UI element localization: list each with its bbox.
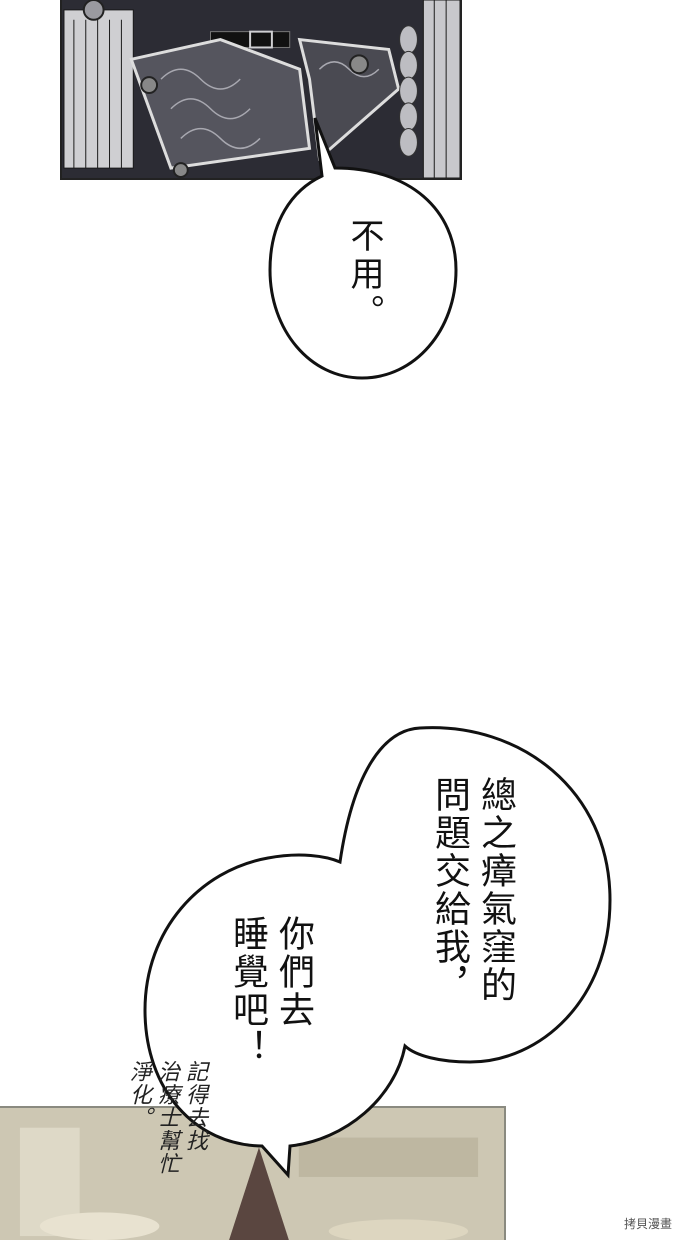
refusal-text: 不用。 bbox=[344, 218, 384, 332]
panel-armored-figure bbox=[60, 0, 462, 180]
armor-illustration bbox=[62, 0, 460, 178]
watermark-logo: 拷貝漫畫 bbox=[624, 1217, 673, 1231]
panel-interior-scene bbox=[0, 1106, 506, 1240]
left-epaulette bbox=[63, 9, 134, 169]
rope-cord bbox=[399, 25, 418, 157]
main-dialogue-left-column: 你們去 睡覺吧！ bbox=[227, 915, 314, 1067]
main-dialogue-right-column: 總之瘴氣窪的 問題交給我， bbox=[429, 776, 516, 1004]
interior-illustration bbox=[0, 1108, 504, 1240]
whisper-text: 記得去找 治療士幫忙 淨化。 bbox=[126, 1060, 207, 1175]
